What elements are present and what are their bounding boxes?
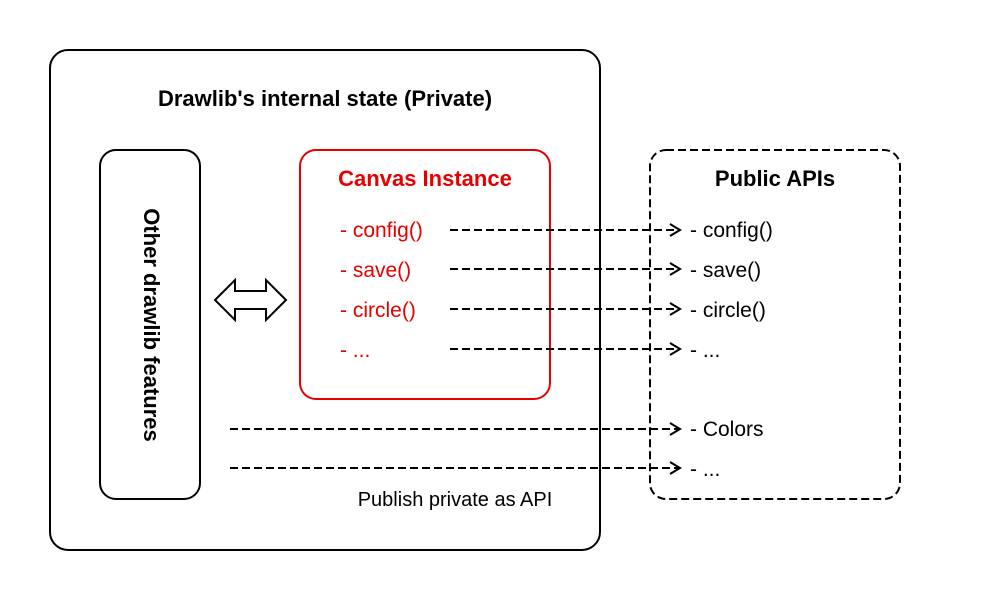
public-apis-title: Public APIs [715, 166, 835, 191]
public-item-save: - save() [690, 259, 761, 282]
publish-label: Publish private as API [358, 489, 553, 511]
arrow-other-more [230, 461, 682, 475]
canvas-item-save: - save() [340, 259, 411, 282]
arrow-config [450, 223, 682, 237]
arrow-save [450, 262, 682, 276]
canvas-item-config: - config() [340, 219, 423, 242]
canvas-instance-title: Canvas Instance [338, 166, 512, 191]
public-item-config: - config() [690, 219, 773, 242]
private-state-box [49, 49, 601, 551]
arrow-circle [450, 302, 682, 316]
public-apis-box [649, 149, 901, 500]
private-state-title: Drawlib's internal state (Private) [158, 86, 492, 111]
arrow-colors [230, 422, 682, 436]
public-item-more-2: - ... [690, 458, 720, 481]
public-item-colors: - Colors [690, 418, 764, 441]
other-features-box [99, 149, 201, 500]
other-features-label: Other drawlib features [139, 208, 164, 442]
canvas-instance-box [299, 149, 551, 400]
public-item-circle: - circle() [690, 299, 766, 322]
canvas-item-circle: - circle() [340, 299, 416, 322]
arrow-more [450, 342, 682, 356]
public-item-more-1: - ... [690, 339, 720, 362]
canvas-item-more: - ... [340, 339, 370, 362]
double-headed-arrow-icon [213, 277, 288, 323]
